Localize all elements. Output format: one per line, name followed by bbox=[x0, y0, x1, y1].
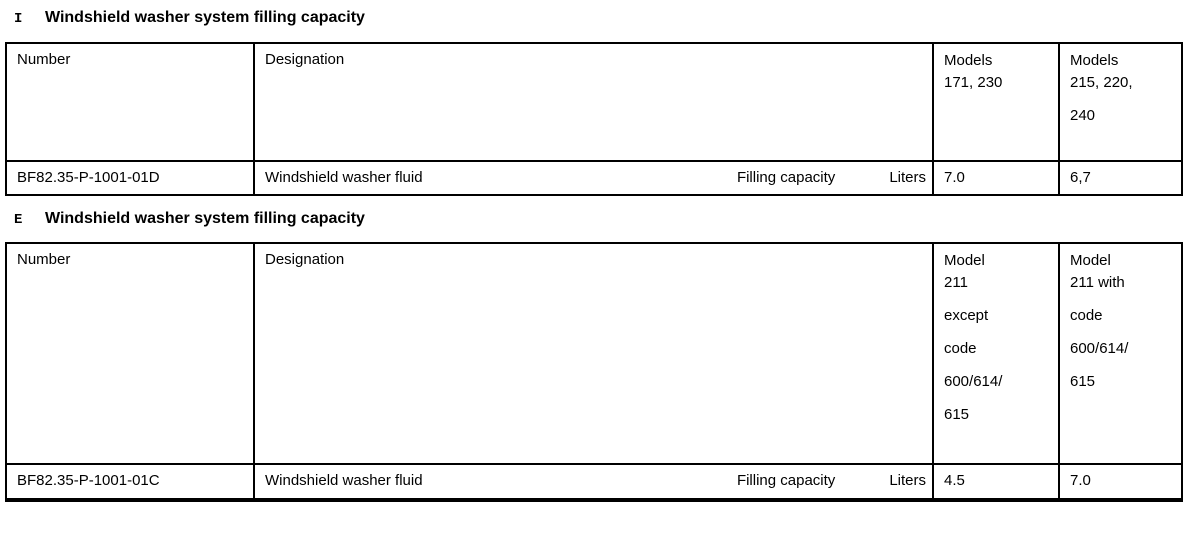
section-heading-e: E Windshield washer system filling capac… bbox=[14, 209, 1200, 230]
number-header-label: Number bbox=[17, 51, 71, 68]
value-b-cell: 7.0 bbox=[1058, 463, 1183, 502]
unit-label: Liters bbox=[889, 169, 926, 186]
section-title: Windshield washer system filling capacit… bbox=[45, 9, 365, 26]
value-a-cell: 7.0 bbox=[932, 160, 1060, 196]
designation-label: Windshield washer fluid bbox=[265, 169, 423, 186]
part-number-cell: BF82.35-P-1001-01C bbox=[5, 463, 255, 502]
unit-label: Liters bbox=[889, 472, 926, 489]
table-header-row: Number Designation Models 171, 230 Model… bbox=[5, 42, 1183, 162]
value-b-cell: 6,7 bbox=[1058, 160, 1183, 196]
value-a-cell: 4.5 bbox=[932, 463, 1060, 502]
section-letter: I bbox=[14, 11, 23, 27]
table-row: BF82.35-P-1001-01D Windshield washer flu… bbox=[5, 160, 1183, 196]
number-header-label: Number bbox=[17, 251, 71, 268]
table-row: BF82.35-P-1001-01C Windshield washer flu… bbox=[5, 463, 1183, 502]
section-title: Windshield washer system filling capacit… bbox=[45, 210, 365, 227]
filling-capacity-table-i: Number Designation Models 171, 230 Model… bbox=[5, 42, 1183, 196]
model-a-column-header: Model 211 except code 600/614/ 615 bbox=[932, 242, 1060, 465]
models-b-column-header: Models 215, 220, 240 bbox=[1058, 42, 1183, 162]
model-a-header-top: Model 211 bbox=[944, 252, 985, 291]
designation-cell: Windshield washer fluid Filling capacity… bbox=[253, 160, 934, 196]
section-heading-i: I Windshield washer system filling capac… bbox=[14, 8, 1200, 29]
attribute-label: Filling capacity bbox=[736, 169, 836, 186]
model-b-header-rest: code 600/614/ 615 bbox=[1070, 307, 1129, 390]
part-number-cell: BF82.35-P-1001-01D bbox=[5, 160, 255, 196]
designation-label: Windshield washer fluid bbox=[265, 472, 423, 489]
model-a-header-rest: except code 600/614/ 615 bbox=[944, 307, 1003, 423]
designation-cell: Windshield washer fluid Filling capacity… bbox=[253, 463, 934, 502]
designation-column-header: Designation bbox=[253, 42, 934, 162]
section-letter: E bbox=[14, 212, 23, 228]
model-b-column-header: Model 211 with code 600/614/ 615 bbox=[1058, 242, 1183, 465]
models-a-header-top: Models 171, 230 bbox=[944, 52, 1003, 91]
attribute-label: Filling capacity bbox=[736, 472, 836, 489]
models-b-header-top: Models 215, 220, bbox=[1070, 52, 1133, 91]
number-column-header: Number bbox=[5, 242, 255, 465]
models-a-column-header: Models 171, 230 bbox=[932, 42, 1060, 162]
filling-capacity-table-e: Number Designation Model 211 except code… bbox=[5, 242, 1183, 502]
table-header-row: Number Designation Model 211 except code… bbox=[5, 242, 1183, 465]
model-b-header-top: Model 211 with bbox=[1070, 252, 1125, 291]
number-column-header: Number bbox=[5, 42, 255, 162]
models-b-header-rest: 240 bbox=[1070, 107, 1096, 124]
designation-header-label: Designation bbox=[265, 51, 345, 68]
designation-column-header: Designation bbox=[253, 242, 934, 465]
designation-header-label: Designation bbox=[265, 251, 345, 268]
